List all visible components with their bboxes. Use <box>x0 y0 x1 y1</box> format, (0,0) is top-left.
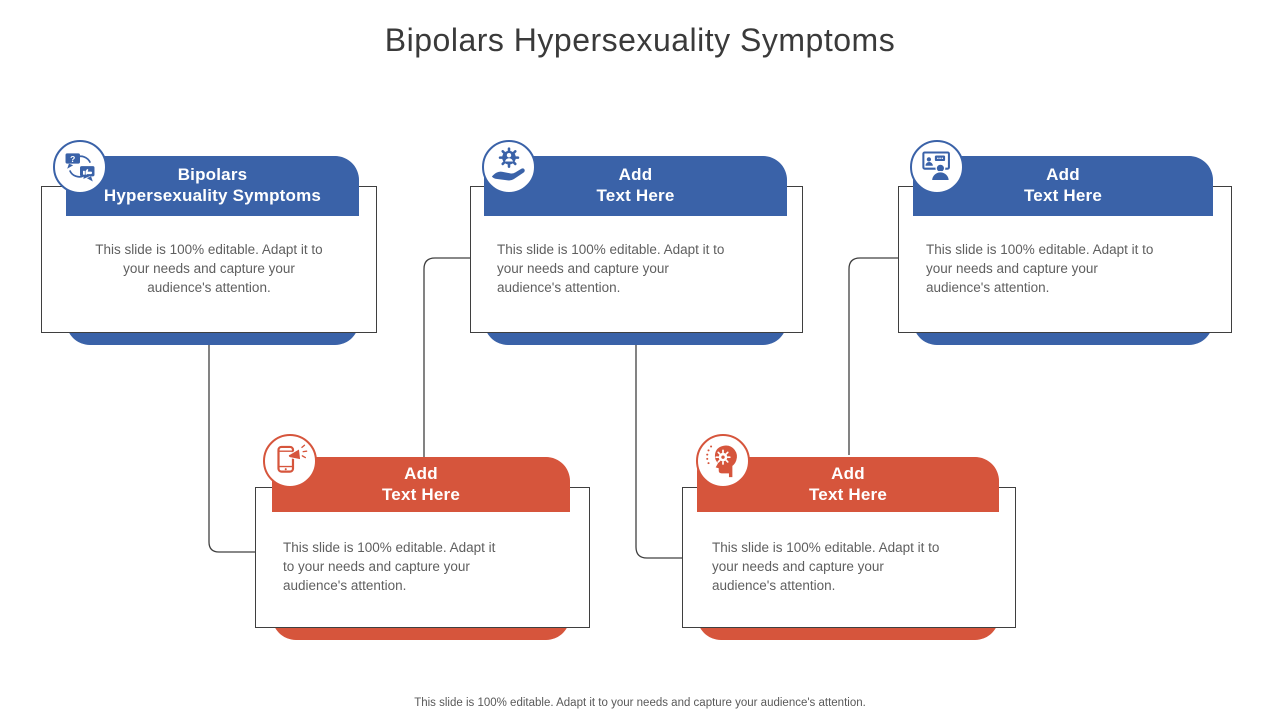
connector-card2-card5 <box>635 345 682 559</box>
card-add-text-2: Add Text Here This slide is 100% editabl… <box>470 140 803 345</box>
footer-editable-note: This slide is 100% editable. Adapt it to… <box>414 697 866 709</box>
svg-text:?: ? <box>70 154 75 164</box>
card-description[interactable]: This slide is 100% editable. Adapt it to… <box>497 242 725 295</box>
card-add-text-4: Add Text Here This slide is 100% editabl… <box>255 434 590 640</box>
mobile-announcement-icon <box>263 434 317 488</box>
connector-card3-card5 <box>848 257 898 455</box>
card-title-band[interactable]: Bipolars Hypersexuality Symptoms <box>66 156 359 216</box>
page-title: Bipolars Hypersexuality Symptoms <box>384 22 896 58</box>
card-add-text-3: Add Text Here This slide is 100% editabl… <box>898 140 1232 345</box>
hand-gear-service-icon <box>482 140 536 194</box>
card-add-text-5: Add Text Here This slide is 100% editabl… <box>682 434 1016 640</box>
card-description[interactable]: This slide is 100% editable. Adapt it to… <box>95 242 323 295</box>
card-description[interactable]: This slide is 100% editable. Adapt it to… <box>283 540 496 593</box>
presentation-training-icon <box>910 140 964 194</box>
card-title-band[interactable]: Add Text Here <box>272 457 570 512</box>
mind-gear-icon <box>696 434 750 488</box>
card-description[interactable]: This slide is 100% editable. Adapt it to… <box>712 540 940 593</box>
connector-card1-card4 <box>208 345 255 553</box>
card-description[interactable]: This slide is 100% editable. Adapt it to… <box>926 242 1154 295</box>
feedback-chat-icon: ? <box>53 140 107 194</box>
card-bipolars-hypersexuality: Bipolars Hypersexuality Symptoms ? This … <box>41 140 377 345</box>
connector-card2-card4 <box>423 257 470 457</box>
